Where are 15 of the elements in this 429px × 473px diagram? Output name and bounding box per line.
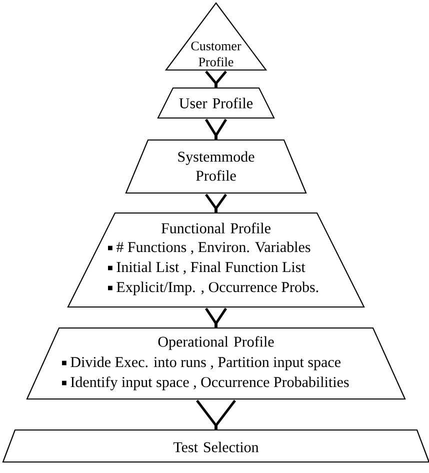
trapezoid-box: Test Selection <box>2 429 429 463</box>
connector <box>196 400 236 430</box>
list-item: Initial List , Final Function List <box>116 262 306 274</box>
trapezoid-box: Functional Profile # Functions , Environ. Variables Initial List , Final Function List Explicit/Imp. , Occurrence Probs. <box>67 212 365 308</box>
trapezoid-box: Operational Profile Divide Exec. into runs , Partition input space Identify input space , Occurrence Probabilities <box>26 327 406 400</box>
list-item: Explicit/Imp. , Occurrence Probs. <box>116 282 318 296</box>
trapezoid-box: User Profile <box>157 87 275 119</box>
list-item: Divide Exec. into runs , Partition input space <box>70 356 340 370</box>
list-item: # Functions , Environ. Variables <box>116 242 310 254</box>
connector <box>204 118 228 140</box>
list-item: Identify input space , Occurrence Probabilities <box>70 376 349 390</box>
connector <box>204 308 228 328</box>
connector <box>205 70 227 88</box>
connector <box>204 194 228 213</box>
trapezoid-box: Systemmode Profile <box>125 139 307 194</box>
